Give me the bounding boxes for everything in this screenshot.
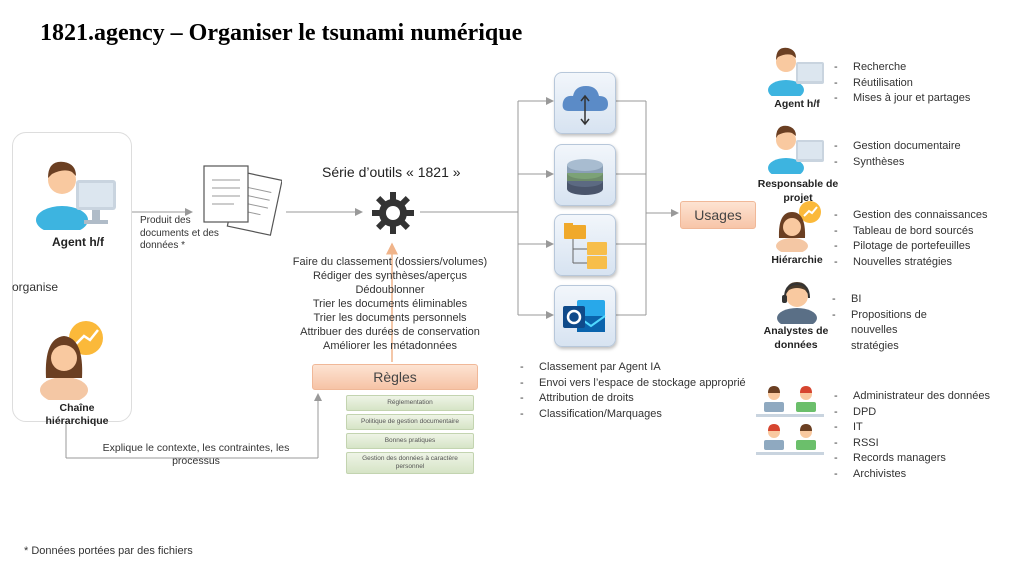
profile-name: Hiérarchie <box>771 254 823 266</box>
usage-item: IT <box>834 420 990 436</box>
rules-box: Règles <box>312 364 478 390</box>
database-icon <box>567 159 603 195</box>
tools-title: Série d’outils « 1821 » <box>322 164 461 180</box>
profile-items: BI Propositions de nouvelles stratégies <box>832 292 931 354</box>
chain-label: Chaîne hiérarchique <box>45 402 109 427</box>
usage-item: Pilotage de portefeuilles <box>834 239 988 255</box>
tool-function: Attribution de droits <box>520 391 746 407</box>
usage-item: Tableau de bord sourcés <box>834 224 988 240</box>
cloud-sync-tile <box>554 72 616 134</box>
profile-items: Gestion documentaire Synthèses <box>834 139 961 170</box>
hierarchy-person-icon <box>40 321 103 400</box>
tool-function: Envoi vers l’espace de stockage appropri… <box>520 376 746 392</box>
profile-name: Analystes de données <box>763 325 829 351</box>
tool-action: Trier les documents personnels <box>313 312 467 324</box>
usage-item: Nouvelles stratégies <box>834 255 988 271</box>
agent-person-icon <box>768 47 824 96</box>
usage-item: Recherche <box>834 60 970 76</box>
cloud-sync-icon <box>562 86 608 126</box>
agent-label: Agent h/f <box>52 235 104 249</box>
tool-function: Classement par Agent IA <box>520 360 746 376</box>
project-manager-icon <box>768 125 824 174</box>
folder-tree-tile <box>554 214 616 276</box>
footnote: * Données portées par des fichiers <box>24 545 193 557</box>
usage-item: Gestion des connaissances <box>834 208 988 224</box>
rule-item: Politique de gestion documentaire <box>346 414 474 430</box>
profile-name: Responsable de projet <box>757 178 839 204</box>
rule-item: Réglementation <box>346 395 474 411</box>
usage-item: Gestion documentaire <box>834 139 961 155</box>
documents-icon <box>203 165 282 236</box>
profile-name: Agent h/f <box>774 98 820 110</box>
tool-function: Classification/Marquages <box>520 407 746 423</box>
tool-action: Trier les documents éliminables <box>312 298 468 310</box>
team-group-icon <box>756 386 824 455</box>
context-note: Explique le contexte, les contraintes, l… <box>102 442 290 467</box>
outlook-tile <box>554 285 616 347</box>
usage-item: DPD <box>834 405 990 421</box>
profile-items: Gestion des connaissances Tableau de bor… <box>834 208 988 270</box>
usage-item: Archivistes <box>834 467 990 483</box>
hierarchy-person-icon <box>776 201 821 252</box>
tool-action: Attribuer des durées de conservation <box>300 326 480 338</box>
usage-item: Propositions de nouvelles stratégies <box>832 308 931 355</box>
tool-action: Améliorer les métadonnées <box>323 340 457 352</box>
usages-box: Usages <box>680 201 756 229</box>
data-analyst-icon <box>777 282 817 324</box>
usage-item: Mises à jour et partages <box>834 91 970 107</box>
tool-action: Faire du classement (dossiers/volumes) <box>292 256 488 268</box>
usage-item: Administrateur des données <box>834 389 990 405</box>
usage-item: Synthèses <box>834 155 961 171</box>
database-tile <box>554 144 616 206</box>
tool-functions-list: Classement par Agent IA Envoi vers l’esp… <box>520 360 746 422</box>
tool-action: Rédiger des synthèses/aperçus <box>312 270 468 282</box>
outlook-icon <box>563 300 606 332</box>
profile-items: Administrateur des données DPD IT RSSI R… <box>834 389 990 482</box>
rule-item: Gestion des données à caractère personne… <box>346 452 474 474</box>
documents-label: Produit des documents et des données * <box>140 215 219 251</box>
usage-item: Records managers <box>834 451 990 467</box>
usage-item: BI <box>832 292 931 308</box>
tool-action: Dédoublonner <box>355 284 425 296</box>
gear-icon <box>372 192 414 234</box>
folder-tree-icon <box>564 223 607 269</box>
tool-actions-list: Faire du classement (dossiers/volumes) R… <box>290 255 490 353</box>
usage-item: Réutilisation <box>834 76 970 92</box>
rule-item: Bonnes pratiques <box>346 433 474 449</box>
agent-person-icon <box>36 161 116 230</box>
organise-label: organise <box>12 280 59 294</box>
page-title: 1821.agency – Organiser le tsunami numér… <box>40 20 523 46</box>
usage-item: RSSI <box>834 436 990 452</box>
profile-items: Recherche Réutilisation Mises à jour et … <box>834 60 970 107</box>
